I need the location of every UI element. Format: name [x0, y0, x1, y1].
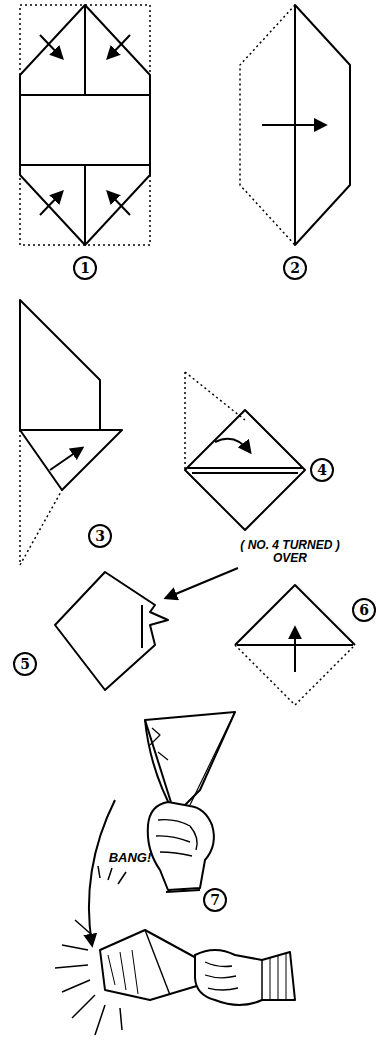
step-number: 6 — [359, 603, 369, 618]
step-number: 7 — [210, 893, 220, 908]
step-note: ( NO. 4 TURNED ) OVER — [234, 539, 346, 564]
step-number: 4 — [317, 463, 327, 478]
step-number: 5 — [20, 657, 30, 672]
sound-label: BANG! — [109, 851, 152, 865]
step-number: 2 — [290, 261, 300, 276]
step-number: 3 — [95, 529, 105, 544]
step-number: 1 — [80, 261, 90, 276]
